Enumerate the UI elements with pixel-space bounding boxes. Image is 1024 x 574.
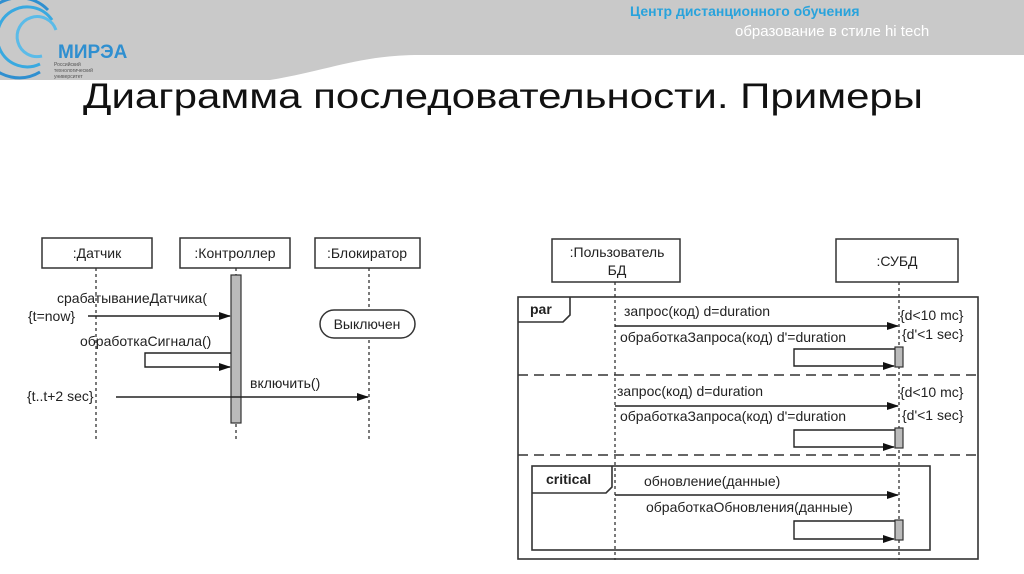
message-label: обработкаЗапроса(код) d'=duration [620,408,846,424]
message-label: включить() [250,375,320,391]
duration-constraint: {d'<1 sec} [902,326,964,342]
lifeline-label: :Датчик [73,245,122,261]
critical-label: critical [546,471,591,487]
par-label: par [530,301,552,317]
svg-text:Российский: Российский [54,61,81,68]
lifeline-box-controller [179,237,291,269]
time-constraint: {t..t+2 sec} [27,388,94,404]
sequence-diagram-controller: :Датчик :Контроллер :Блокиратор срабатыв… [27,237,421,440]
lifeline-label: БД [608,262,627,278]
duration-constraint: {d<10 mc} [900,307,964,323]
mirea-logo: МИРЭА Российский технологический универс… [0,0,128,80]
par-tab [518,297,571,323]
par-fragment [517,296,979,560]
time-constraint: {t=now} [28,308,75,324]
org-line: Центр дистанционного обучения [630,3,860,19]
critical-tab [532,466,613,494]
header-band [0,0,1024,80]
self-message-arrow [793,429,895,451]
self-message-arrow [144,352,231,371]
lifeline-label: :Пользователь [570,244,665,260]
lifeline-box-sensor [41,237,153,269]
message-label: срабатываниеДатчика( [57,290,207,306]
message-label: запрос(код) d=duration [617,383,763,399]
svg-text:технологический: технологический [54,67,93,74]
lifeline-box-db-user [551,238,681,283]
activation-bar [894,519,904,541]
lifeline-box-blocker [314,237,421,269]
self-message-arrow [793,520,895,543]
activation-bar [894,427,904,449]
lifeline-box-dbms [835,238,959,283]
slogan: образование в стиле hi tech [735,23,929,40]
state-badge [319,309,416,339]
svg-text:МИРЭА: МИРЭА [58,42,128,63]
state-label: Выключен [334,316,401,332]
lifeline-label: :СУБД [876,253,918,269]
activation-bar [230,274,242,424]
message-label: запрос(код) d=duration [624,303,770,319]
message-label: обработкаЗапроса(код) d'=duration [620,329,846,345]
duration-constraint: {d<10 mc} [900,384,964,400]
message-label: обработкаСигнала() [80,333,211,349]
message-label: обновление(данные) [644,473,780,489]
message-label: обработкаОбновления(данные) [646,499,853,515]
critical-fragment [531,465,931,551]
self-message-arrow [793,348,895,370]
slide-title: Диаграмма последовательности. Примеры [83,77,923,116]
sequence-diagram-dbms: :Пользователь БД :СУБД par запрос(код) d… [517,238,979,560]
duration-constraint: {d'<1 sec} [902,407,964,423]
lifeline-label: :Блокиратор [327,245,407,261]
lifeline-label: :Контроллер [194,245,275,261]
activation-bar [894,346,904,368]
svg-text:университет: университет [54,74,83,80]
